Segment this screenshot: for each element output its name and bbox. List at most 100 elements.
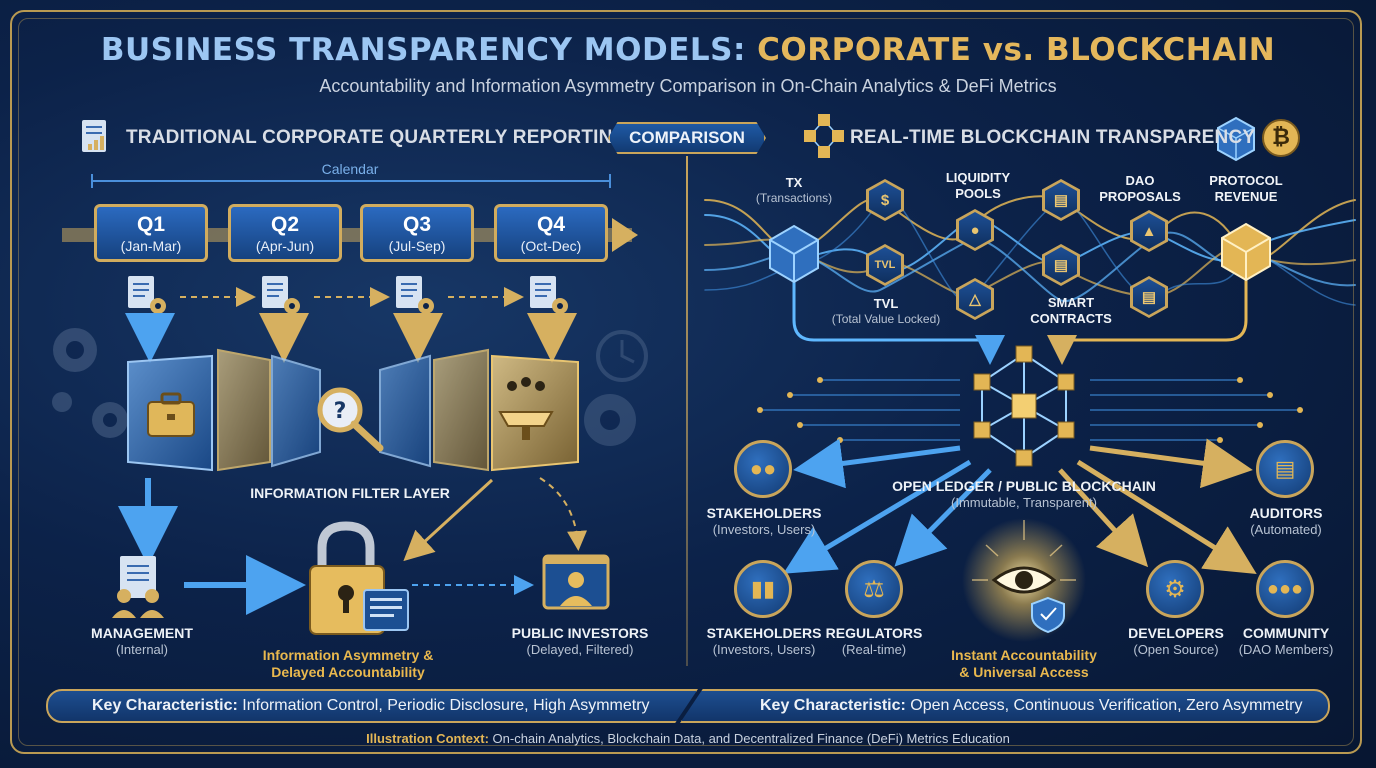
quarter-name: Q4 [536, 213, 565, 236]
comparison-badge: COMPARISON [608, 122, 766, 154]
bitcoin-coin-icon [1262, 119, 1300, 157]
tvl-label: TVL [873, 296, 899, 311]
auditors-icon: ▤ [1256, 440, 1314, 498]
stakeholders-bottom-label: STAKEHOLDERS [706, 625, 822, 641]
ledger-network-cube-icon [973, 345, 1075, 467]
page-subtitle: Accountability and Information Asymmetry… [319, 76, 1057, 96]
developers-sub: (Open Source) [1133, 642, 1219, 657]
gear-decoration-left [52, 328, 128, 438]
tx-label: TX [785, 175, 803, 190]
gear-decoration-right [584, 330, 648, 446]
blockchain-network-icon [804, 114, 844, 158]
ledger-circuit-traces [760, 379, 1300, 441]
proposal-hex-icon: ▤ [1130, 276, 1168, 318]
illustration-context: Illustration Context: On-chain Analytics… [0, 731, 1376, 746]
quarter-q3: Q3 (Jul-Sep) [360, 204, 474, 262]
calendar-label: Calendar [321, 161, 379, 177]
quarter-range: (Jan-Mar) [120, 238, 182, 254]
quarter-q4: Q4 (Oct-Dec) [494, 204, 608, 262]
auditors-sub: (Automated) [1250, 522, 1322, 537]
stakeholders-bottom-icon: ▮▮ [734, 560, 792, 618]
filter-layer-label: INFORMATION FILTER LAYER [250, 485, 450, 501]
report-document-icon [82, 120, 106, 152]
community-icon: ●●● [1256, 560, 1314, 618]
quarter-range: (Jul-Sep) [388, 238, 446, 254]
inner-frame [18, 18, 1354, 746]
quarter-name: Q2 [270, 213, 299, 236]
page-title: BUSINESS TRANSPARENCY MODELS: CORPORATE … [0, 32, 1376, 68]
stakeholders-bottom-sub: (Investors, Users) [712, 642, 816, 657]
padlock-icon [309, 521, 409, 635]
tx-cube-icon [769, 224, 819, 284]
quarter-name: Q3 [402, 213, 431, 236]
asymmetry-line2: Delayed Accountability [271, 664, 425, 680]
public-investors-sub: (Delayed, Filtered) [526, 642, 634, 657]
community-label: COMMUNITY [1242, 625, 1330, 641]
right-section-heading: REAL-TIME BLOCKCHAIN TRANSPARENCY [850, 127, 1256, 148]
dao-org-hex-icon: ▲ [1130, 210, 1168, 252]
quarter-range: (Apr-Jun) [255, 238, 315, 254]
magnifier-question-icon: ? [317, 387, 384, 452]
quarterly-report-documents [125, 276, 577, 363]
management-label: MANAGEMENT [91, 625, 193, 641]
center-divider [686, 156, 688, 666]
regulators-sub: (Real-time) [841, 642, 907, 657]
crypto-cube-icon [1217, 116, 1255, 162]
quarter-name: Q1 [136, 213, 165, 236]
public-investor-icon [542, 554, 610, 610]
tvl-badge: TVL [869, 247, 901, 283]
title-part-comparison: CORPORATE vs. BLOCKCHAIN [757, 32, 1276, 68]
stakeholders-top-sub: (Investors, Users) [712, 522, 816, 537]
regulators-label: REGULATORS [825, 625, 923, 641]
tvl-sub: (Total Value Locked) [831, 312, 941, 326]
auditors-label: AUDITORS [1249, 505, 1323, 521]
contract-hex-icon: ▤ [1042, 244, 1080, 286]
context-value: On-chain Analytics, Blockchain Data, and… [488, 731, 1010, 746]
protocol-revenue-cube-icon [1221, 222, 1271, 282]
accountability-line1: Instant Accountability [951, 647, 1097, 663]
protocol-line2: REVENUE [1214, 189, 1278, 204]
accountability-line2: & Universal Access [959, 664, 1089, 680]
left-section-heading: TRADITIONAL CORPORATE QUARTERLY REPORTIN… [126, 127, 628, 148]
context-key: Illustration Context: [366, 731, 489, 746]
community-sub: (DAO Members) [1238, 642, 1334, 657]
public-investors-label: PUBLIC INVESTORS [511, 625, 649, 641]
ledger-label: OPEN LEDGER / PUBLIC BLOCKCHAIN [892, 478, 1156, 494]
liquidity-line2: POOLS [955, 186, 1001, 201]
accountability-eye-icon [962, 518, 1086, 642]
management-sub: (Internal) [115, 642, 169, 657]
ledger-sub: (Immutable, Transparent) [951, 495, 1097, 510]
briefcase-icon [147, 392, 195, 437]
ledger-output-arrows [783, 438, 1257, 574]
liquidity-line1: LIQUIDITY [945, 170, 1011, 185]
information-filter-panels: ? [127, 348, 579, 472]
smart-contracts-line2: CONTRACTS [1030, 311, 1112, 326]
document-hex-icon: ▤ [1042, 179, 1080, 221]
dao-line2: PROPOSALS [1099, 189, 1181, 204]
quarter-range: (Oct-Dec) [520, 238, 582, 254]
quarter-q1: Q1 (Jan-Mar) [94, 204, 208, 262]
key-value: Open Access, Continuous Verification, Ze… [905, 697, 1303, 714]
smart-contracts-line1: SMART [1047, 295, 1095, 310]
asymmetry-line1: Information Asymmetry & [262, 647, 434, 663]
developers-gear-icon: ⚙ [1146, 560, 1204, 618]
tx-sub: (Transactions) [755, 191, 833, 205]
key-label: Key Characteristic: [760, 697, 906, 714]
bitcoin-symbol: ₿ [1272, 125, 1290, 150]
svg-text:?: ? [334, 399, 347, 424]
quarter-q2: Q2 (Apr-Jun) [228, 204, 342, 262]
left-flow-arrows [118, 477, 588, 615]
key-value: Information Control, Periodic Disclosure… [237, 697, 650, 714]
management-team-icon [112, 556, 164, 618]
boardroom-meeting-icon [498, 377, 554, 440]
regulators-scale-icon: ⚖ [845, 560, 903, 618]
developers-label: DEVELOPERS [1128, 625, 1224, 641]
protocol-line1: PROTOCOL [1209, 173, 1283, 188]
stakeholders-top-icon: ●● [734, 440, 792, 498]
key-characteristic-blockchain: Key Characteristic: Open Access, Continu… [680, 689, 1330, 723]
title-part-corporate-models: BUSINESS TRANSPARENCY MODELS: [100, 32, 758, 68]
dao-line1: DAO [1125, 173, 1155, 188]
key-characteristic-corporate: Key Characteristic: Information Control,… [46, 689, 698, 723]
stakeholders-top-label: STAKEHOLDERS [706, 505, 822, 521]
